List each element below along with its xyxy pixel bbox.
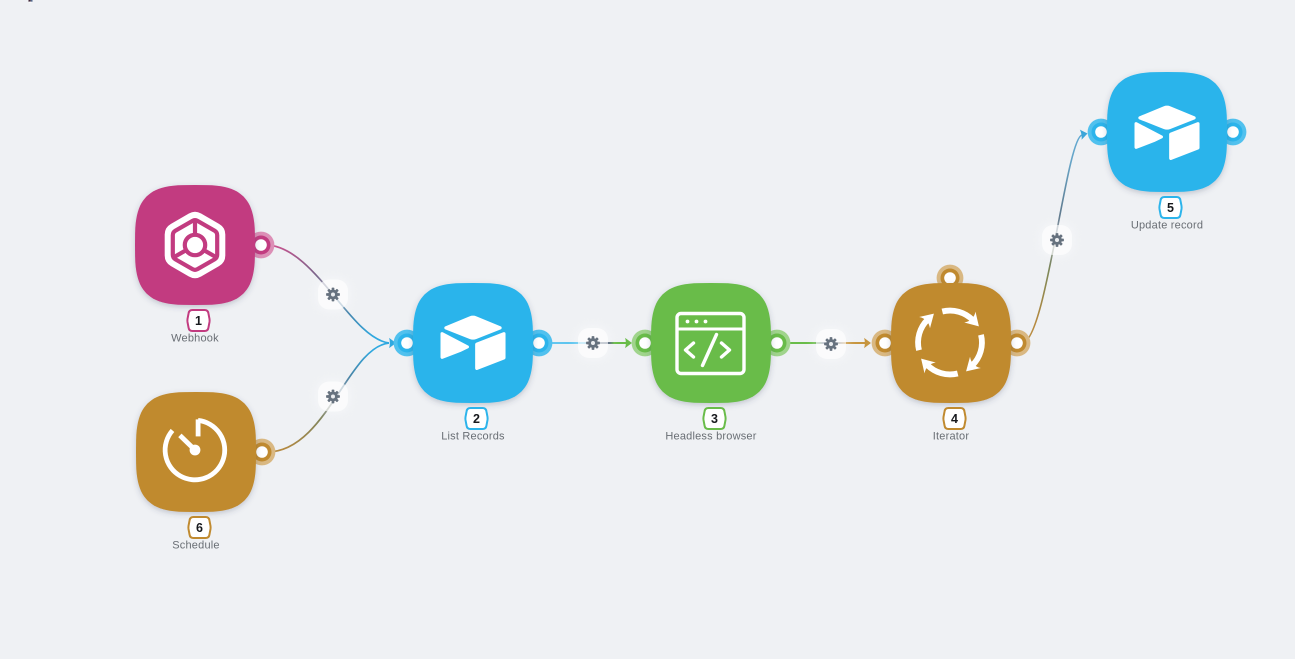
- svg-text:5: 5: [1167, 201, 1174, 215]
- svg-text:4: 4: [951, 412, 958, 426]
- svg-text:Update record: Update record: [1131, 220, 1203, 232]
- svg-text:6: 6: [196, 521, 203, 535]
- svg-text:1: 1: [195, 314, 202, 328]
- svg-text:Webhook: Webhook: [171, 333, 219, 345]
- svg-text:2: 2: [473, 412, 480, 426]
- svg-text:3: 3: [711, 412, 718, 426]
- svg-text:Headless browser: Headless browser: [665, 431, 756, 443]
- svg-text:Iterator: Iterator: [933, 431, 970, 443]
- svg-text:List Records: List Records: [441, 431, 505, 443]
- svg-text:Schedule: Schedule: [172, 540, 219, 552]
